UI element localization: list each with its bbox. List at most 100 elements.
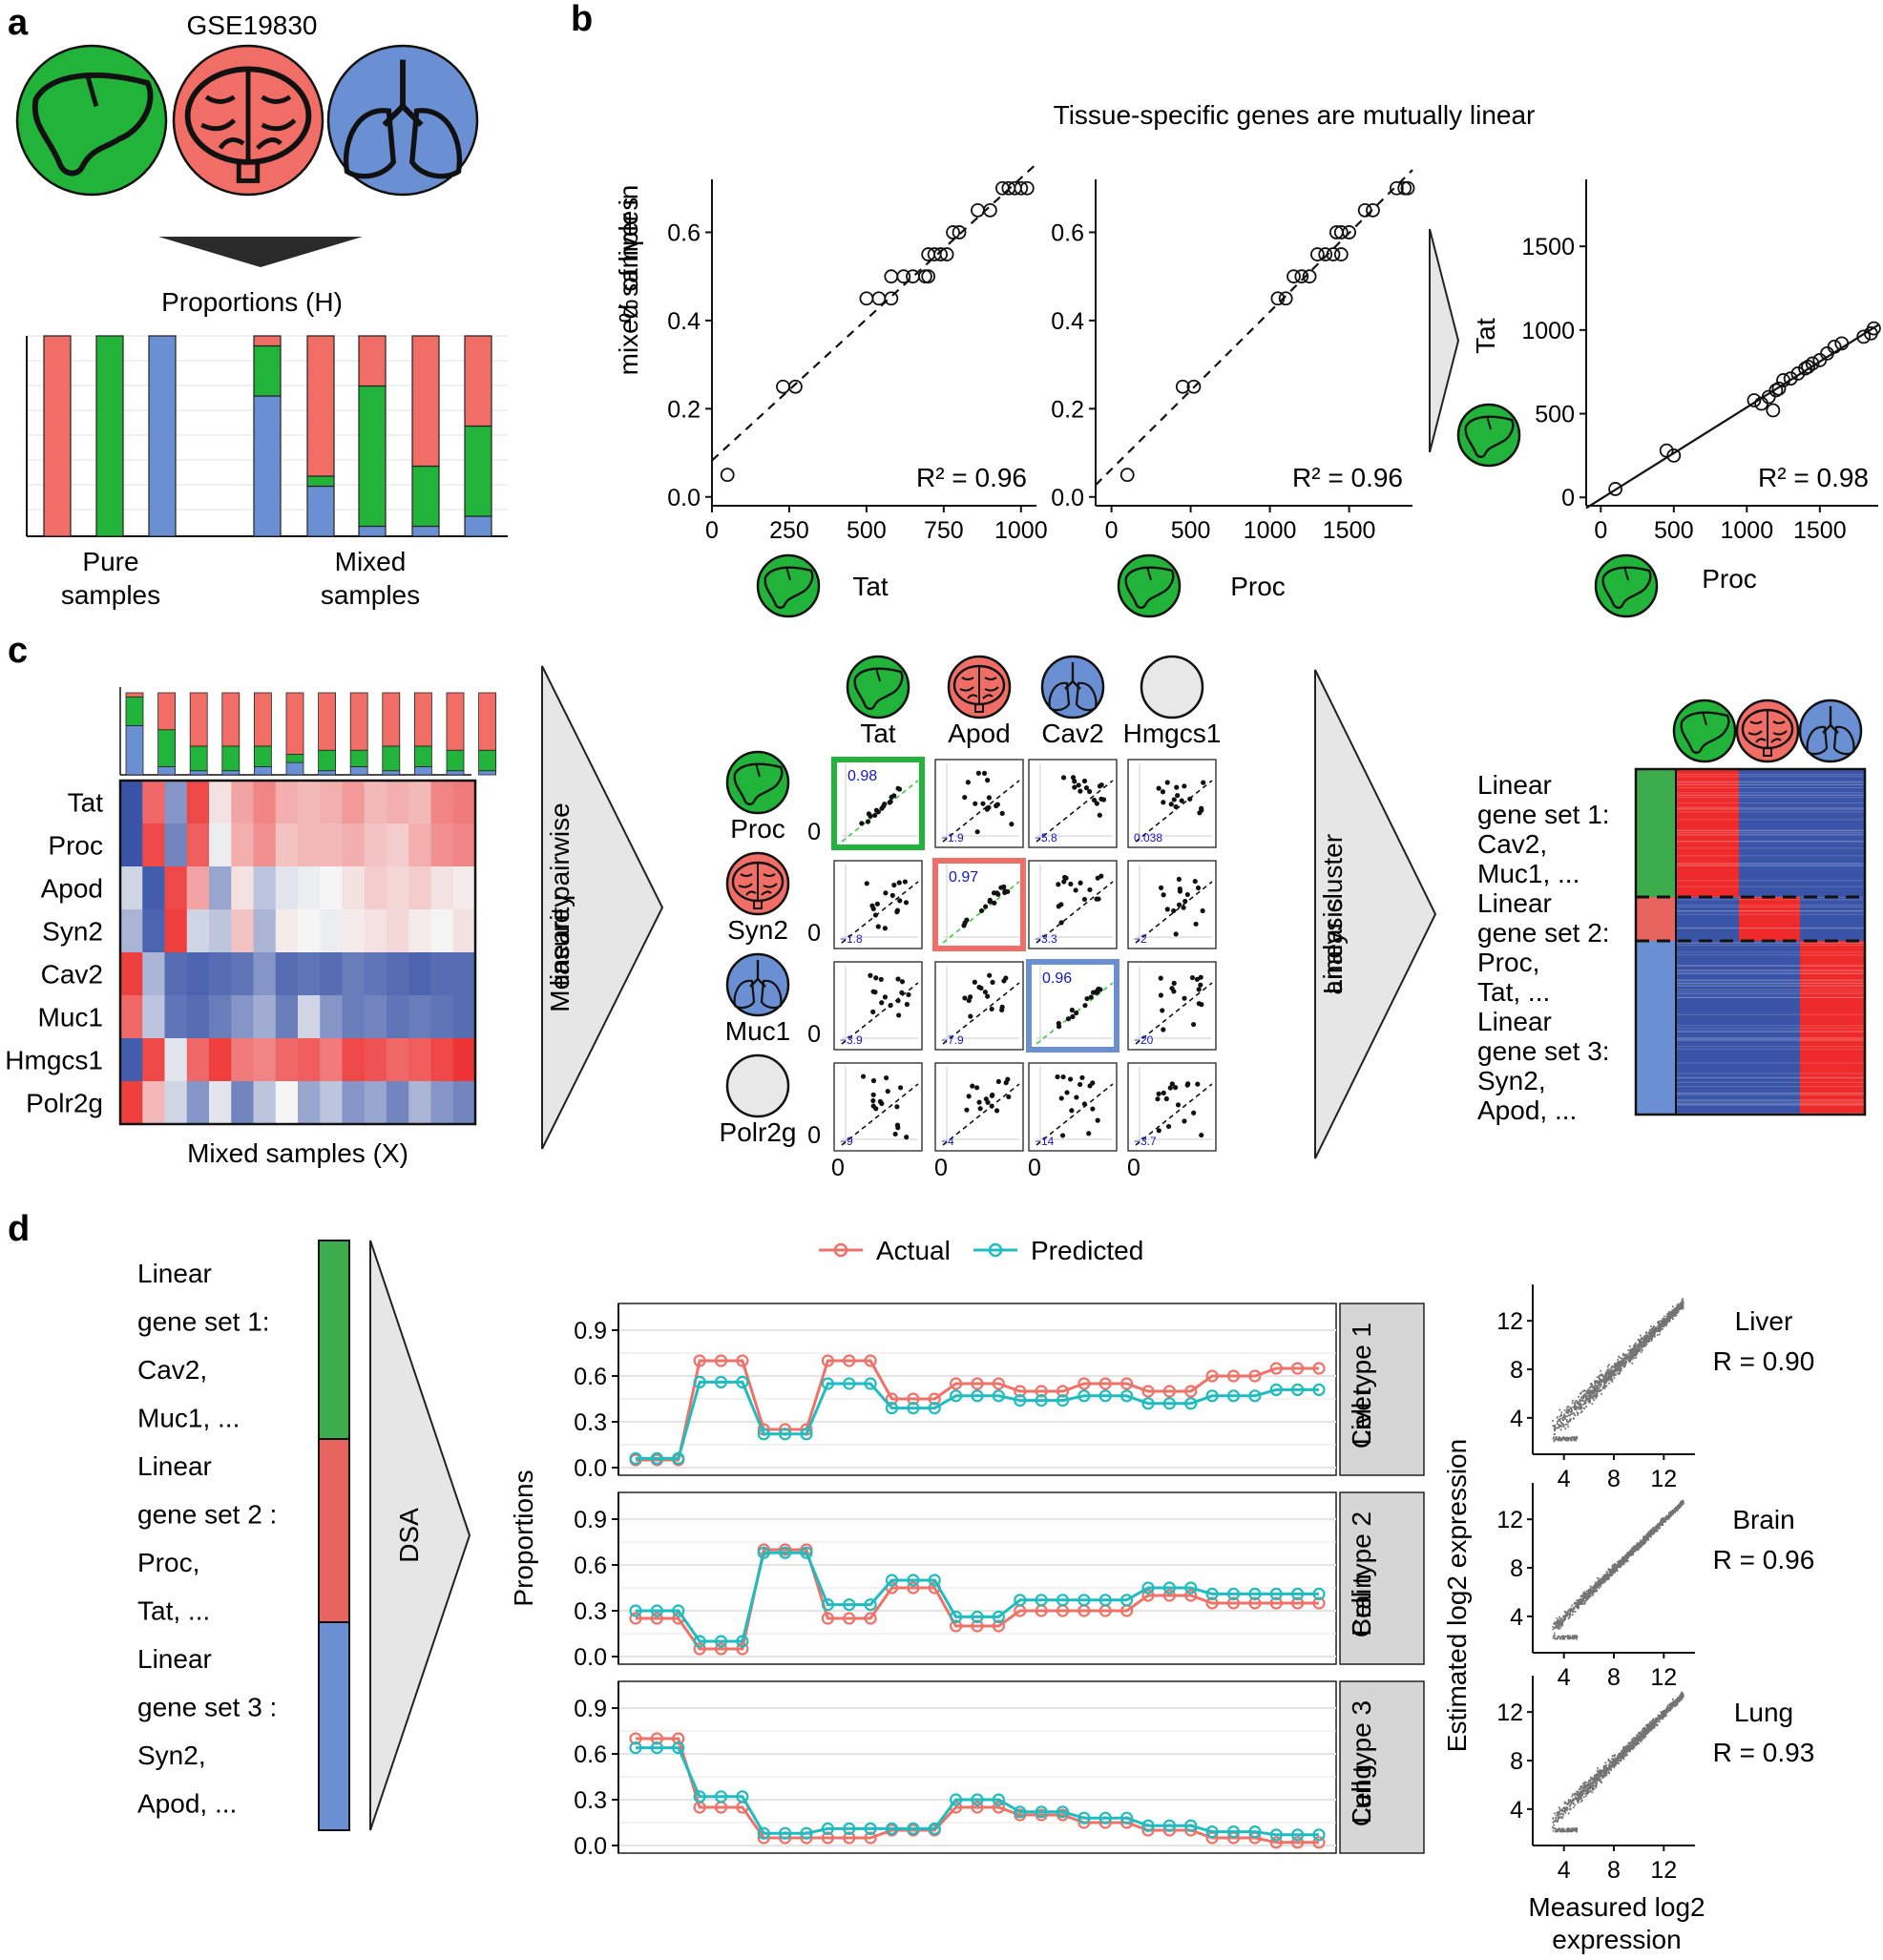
scatter-x-tick-label: 4 bbox=[1558, 1466, 1571, 1492]
mini-fit-line bbox=[841, 1083, 919, 1146]
row-icon-muc1 bbox=[725, 952, 790, 1017]
mini-bar-liver bbox=[446, 749, 465, 772]
mini-point bbox=[889, 794, 894, 800]
series-point-predicted bbox=[843, 1377, 856, 1390]
mini-point bbox=[962, 794, 968, 801]
bar-segment-liver bbox=[464, 425, 492, 517]
scatter-x-tick-label: 12 bbox=[1650, 1466, 1677, 1492]
heatmap-cell bbox=[408, 1081, 432, 1125]
mini-bar-brain bbox=[478, 692, 497, 751]
gene-set-3-label: Apod, ... bbox=[1477, 1095, 1577, 1125]
mini-point bbox=[986, 795, 993, 801]
data-point bbox=[1342, 225, 1356, 240]
gene-set-1-label: Muc1, ... bbox=[1477, 859, 1580, 888]
cluster-block bbox=[1800, 941, 1865, 1115]
mini-point bbox=[1072, 779, 1077, 784]
mini-point bbox=[973, 801, 978, 806]
mini-point bbox=[1067, 1076, 1074, 1082]
dsa-gene-set-line: Cav2, bbox=[137, 1355, 207, 1385]
mini-point bbox=[1184, 891, 1190, 898]
heatmap-cell bbox=[186, 909, 210, 953]
heatmap-cell bbox=[452, 995, 476, 1039]
mini-point bbox=[1058, 920, 1064, 926]
data-point bbox=[1294, 269, 1309, 284]
mini-point bbox=[1195, 1081, 1201, 1087]
series-point-predicted bbox=[864, 1377, 877, 1390]
mini-point bbox=[1009, 822, 1015, 827]
grid-row-label: Polr2g bbox=[720, 1117, 797, 1147]
facet-tick-label: 0.6 bbox=[574, 1553, 607, 1579]
mini-point bbox=[1081, 778, 1088, 784]
gene-set-2-label: Proc, bbox=[1477, 948, 1539, 977]
mini-point bbox=[1074, 1010, 1079, 1016]
mini-point bbox=[897, 1085, 904, 1091]
data-point bbox=[1270, 291, 1286, 306]
scatter-r-label: R = 0.93 bbox=[1713, 1738, 1815, 1767]
mini-point bbox=[1074, 1095, 1079, 1100]
heatmap-cell bbox=[142, 1081, 166, 1125]
mini-point bbox=[1198, 982, 1203, 988]
mini-scatter-cell: −2 bbox=[1127, 860, 1217, 949]
mini-point bbox=[897, 898, 903, 904]
series-point-predicted bbox=[693, 1635, 706, 1648]
panel-label-b: b bbox=[571, 0, 593, 39]
mini-bar-brain bbox=[221, 692, 241, 747]
series-point-actual bbox=[1291, 1362, 1305, 1375]
mini-point bbox=[878, 976, 884, 982]
mini-bar-liver bbox=[157, 729, 177, 767]
series-point-predicted bbox=[821, 1822, 834, 1836]
series-point-predicted bbox=[1162, 1397, 1176, 1410]
y-tick-label: 1500 bbox=[1521, 234, 1575, 261]
data-point bbox=[1302, 269, 1317, 284]
column-icon-cav2 bbox=[1040, 655, 1105, 719]
mini-point bbox=[1084, 995, 1090, 1002]
mini-point bbox=[1094, 801, 1099, 806]
mini-point bbox=[903, 900, 910, 906]
row-icon-polr2g bbox=[725, 1053, 790, 1118]
mini-point bbox=[972, 979, 977, 985]
series-point-predicted bbox=[714, 1790, 728, 1804]
series-point-predicted bbox=[950, 1389, 963, 1403]
gene-set-1-label: gene set 1: bbox=[1477, 800, 1610, 829]
mini-point bbox=[962, 995, 968, 1001]
heatmap-cell bbox=[142, 781, 166, 824]
mini-bar-liver bbox=[318, 749, 337, 772]
heatmap-cell bbox=[142, 952, 166, 996]
series-point-predicted bbox=[907, 1822, 920, 1836]
mini-fit-line bbox=[1135, 982, 1213, 1045]
data-point bbox=[1310, 247, 1325, 261]
series-point-predicted bbox=[1141, 1397, 1155, 1410]
heatmap-cell bbox=[120, 952, 143, 996]
data-point bbox=[1747, 393, 1762, 407]
mini-point bbox=[1073, 887, 1078, 893]
mini-scatter-box bbox=[1028, 759, 1118, 848]
scatter-y-tick-label: 12 bbox=[1496, 1308, 1523, 1335]
series-point-predicted bbox=[907, 1401, 920, 1415]
series-point-predicted bbox=[1056, 1393, 1070, 1407]
mini-point bbox=[1158, 975, 1163, 981]
y-tick-label: 500 bbox=[1535, 402, 1575, 428]
mini-point bbox=[1055, 1074, 1060, 1080]
mini-point bbox=[889, 892, 895, 898]
series-point-predicted bbox=[1226, 1824, 1241, 1839]
heatmap-cell bbox=[209, 781, 232, 824]
series-point-actual bbox=[907, 1581, 920, 1595]
heatmap-cell bbox=[231, 1081, 255, 1125]
mini-point bbox=[977, 1106, 983, 1112]
heatmap-cell bbox=[209, 1081, 232, 1125]
series-point-predicted bbox=[907, 1574, 920, 1587]
series-point-actual bbox=[1205, 1596, 1219, 1610]
heatmap-cell bbox=[364, 995, 387, 1039]
series-point-predicted bbox=[1056, 1805, 1070, 1819]
heatmap-cell bbox=[364, 1038, 387, 1082]
pairwise-score: −4 bbox=[941, 1135, 954, 1148]
arrow1-label: linearity bbox=[545, 894, 575, 986]
mini-point bbox=[906, 991, 911, 998]
heatmap-cell bbox=[164, 909, 188, 953]
grid-row-label: Syn2 bbox=[727, 915, 788, 945]
series-point-predicted bbox=[1269, 1383, 1283, 1397]
series-point-actual bbox=[1014, 1385, 1027, 1398]
mini-point bbox=[1006, 1094, 1012, 1100]
mini-point bbox=[1169, 1081, 1175, 1087]
